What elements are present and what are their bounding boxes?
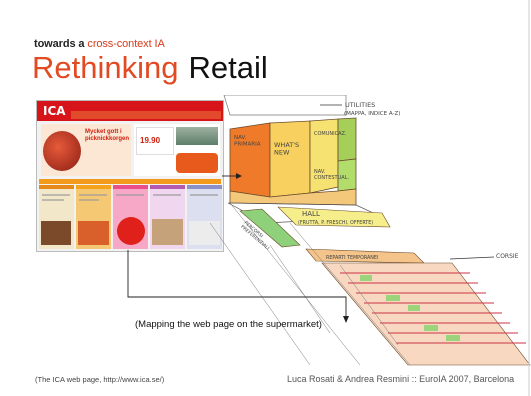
promo-price: 19.90	[140, 136, 161, 145]
ica-column-header-1	[39, 185, 74, 189]
sketch-green-patches	[360, 275, 460, 341]
sketch-label-nav-contestuale: NAV.CONTESTUAL.	[314, 169, 349, 181]
sketch-aisle-lines	[340, 272, 526, 344]
sketch-hall	[277, 206, 391, 228]
ica-column-header-3	[113, 185, 148, 189]
product-image-4	[152, 219, 183, 245]
sketch-label-comunicazione: COMUNICAZ.	[314, 131, 347, 137]
sketch-block-whats-new	[269, 120, 311, 198]
sketch-percorsi	[239, 208, 301, 248]
sketch-label-corsie: CORSIE	[496, 253, 519, 260]
hero-line-1: Mycket gott i	[85, 129, 122, 135]
text-line	[116, 194, 144, 196]
sketch-top-outline	[223, 95, 347, 116]
product-image-3	[117, 217, 145, 245]
title-part-2: Retail	[188, 50, 268, 85]
kicker-highlight: cross-context IA	[87, 38, 165, 50]
product-image-2	[78, 221, 109, 245]
text-line	[190, 194, 218, 196]
product-image-5	[189, 221, 220, 245]
ica-promo-badge	[176, 153, 218, 173]
food-image	[43, 131, 81, 171]
caption: (Mapping the web page on the supermarket…	[135, 319, 322, 330]
footer-left: (The ICA web page, http://www.ica.se/)	[35, 375, 165, 384]
hero-line-2: picknickkorgen	[85, 136, 130, 142]
ica-logo: ICA	[43, 104, 66, 118]
sketch-label-utilities-sub: (MAPPA, INDICE A-Z)	[344, 111, 400, 117]
sketch-label-reparti: REPARTI TEMPORANEI	[326, 255, 378, 261]
ica-column-header-2	[76, 185, 111, 189]
ica-column-header-5	[187, 185, 222, 189]
supermarket-sketch: UTILITIES (MAPPA, INDICE A-Z) NAV.PRIMAR…	[210, 95, 531, 366]
sketch-block-comunicazione	[337, 117, 357, 162]
sketch-label-hall-sub: (FRUTTA, P. FRESCHI, OFFERTE)	[298, 220, 373, 226]
text-line	[79, 199, 99, 201]
slide-title: Rethinking Retail	[32, 51, 268, 85]
sketch-arrow-corsie	[449, 256, 495, 260]
title-part-1: Rethinking	[32, 50, 179, 85]
ica-promo-image	[176, 127, 218, 145]
text-line	[153, 194, 181, 196]
sketch-label-nav-primaria: NAV.PRIMARIA	[234, 135, 261, 147]
text-line	[42, 194, 70, 196]
kicker-prefix: towards a	[34, 38, 85, 50]
ica-hero-text: Mycket gott i picknickkorgen	[85, 129, 129, 143]
sketch-label-hall: HALL	[302, 210, 320, 218]
ica-column-header-4	[150, 185, 185, 189]
text-line	[79, 194, 107, 196]
ica-divider	[39, 179, 221, 184]
kicker: towards a cross-context IA	[34, 38, 165, 50]
sketch-label-utilities: UTILITIES	[345, 101, 375, 109]
product-image-1	[41, 221, 71, 245]
ica-webpage-screenshot: ICA Mycket gott i picknickkorgen 19.90	[36, 100, 224, 252]
footer-right: Luca Rosati & Andrea Resmini :: EuroIA 2…	[287, 374, 515, 384]
sketch-aisles	[321, 262, 531, 366]
ica-nav-strip	[71, 111, 221, 119]
ica-promo-box: 19.90	[136, 127, 174, 155]
text-line	[42, 199, 64, 201]
